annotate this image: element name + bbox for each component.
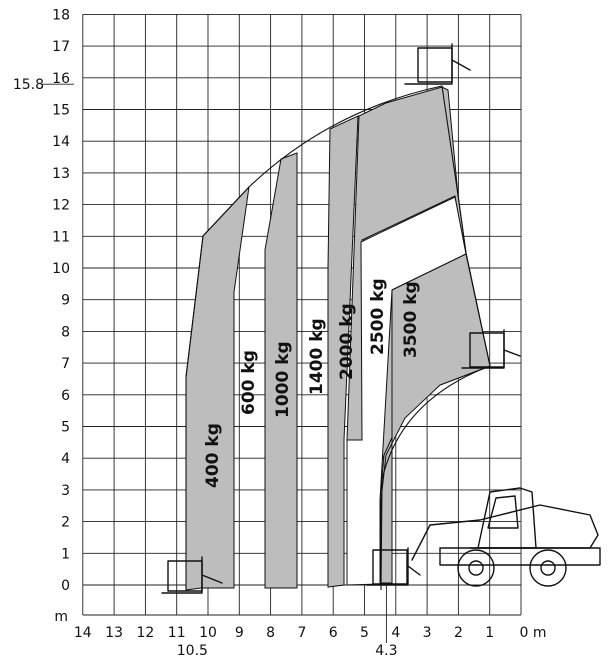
max-height-marker: 15.8 bbox=[13, 77, 44, 93]
y-tick-label: 15 bbox=[52, 103, 70, 119]
y-tick-label: 9 bbox=[61, 293, 70, 309]
y-tick-label: 14 bbox=[52, 134, 70, 150]
zone-labels: 400 kg 600 kg 1000 kg 1400 kg 2000 kg 2500 kg… bbox=[203, 278, 421, 488]
x-tick-label: 4 bbox=[391, 625, 400, 641]
x-zero-label: 0 m bbox=[520, 625, 547, 641]
forks-drawings bbox=[161, 43, 521, 594]
x-tick-label: 10 bbox=[199, 625, 217, 641]
x-tick-label: 13 bbox=[105, 625, 123, 641]
x-tick-label: 6 bbox=[329, 625, 338, 641]
fork-mid bbox=[461, 329, 521, 369]
rear-hub bbox=[540, 560, 556, 576]
x-tick-label: 11 bbox=[168, 625, 186, 641]
fork-carriage-top bbox=[417, 47, 453, 83]
y-tick-label: 16 bbox=[52, 71, 70, 87]
telehandler bbox=[411, 487, 601, 587]
cab-window bbox=[487, 495, 519, 529]
y-tick-label: 1 bbox=[61, 546, 70, 562]
y-tick-label: 3 bbox=[61, 483, 70, 499]
y-tick-label: 2 bbox=[61, 515, 70, 531]
y-unit-label: m bbox=[54, 609, 68, 625]
y-tick-label: 11 bbox=[52, 229, 70, 245]
y-tick-label: 0 bbox=[61, 578, 70, 594]
x-tick-label: 1 bbox=[485, 625, 494, 641]
fork-top bbox=[404, 43, 471, 85]
y-tick-label: 7 bbox=[61, 356, 70, 372]
zone-label-2: 1000 kg bbox=[273, 341, 293, 418]
x-tick-label: 2 bbox=[454, 625, 463, 641]
y-tick-label: 13 bbox=[52, 166, 70, 182]
x-tick-label: 14 bbox=[74, 625, 92, 641]
fork-low bbox=[161, 556, 223, 594]
envelope-outline bbox=[185, 85, 491, 591]
rear-wheel bbox=[529, 549, 567, 587]
x-tick-label: 3 bbox=[423, 625, 432, 641]
y-tick-label: 6 bbox=[61, 388, 70, 404]
front-wheel bbox=[457, 549, 495, 587]
front-hub bbox=[468, 560, 484, 576]
zone-label-5: 2500 kg bbox=[368, 278, 388, 355]
y-tick-label: 18 bbox=[52, 7, 70, 23]
zone-2000kg bbox=[327, 115, 359, 588]
y-tick-label: 4 bbox=[61, 451, 70, 467]
zone-3500kg-final bbox=[380, 253, 491, 584]
x-tick-label: 8 bbox=[266, 625, 275, 641]
x-tick-label: 9 bbox=[235, 625, 244, 641]
zone-label-0: 400 kg bbox=[203, 423, 223, 488]
y-tick-label: 12 bbox=[52, 198, 70, 214]
zone-label-4: 2000 kg bbox=[337, 303, 357, 380]
load-zones bbox=[185, 85, 491, 591]
fork-ground bbox=[366, 547, 421, 586]
y-tick-label: 8 bbox=[61, 324, 70, 340]
y-tick-label: 17 bbox=[52, 39, 70, 55]
zone-label-1: 600 kg bbox=[239, 350, 259, 415]
y-tick-label: 5 bbox=[61, 420, 70, 436]
fork-carriage-ground bbox=[372, 549, 408, 585]
zone-label-6: 3500 kg bbox=[401, 281, 421, 358]
chassis bbox=[439, 547, 601, 566]
max-reach-marker: 10.5 bbox=[177, 643, 208, 659]
x-tick-label: 12 bbox=[136, 625, 154, 641]
zone-label-3: 1400 kg bbox=[307, 318, 327, 395]
x-tick-label: 5 bbox=[360, 625, 369, 641]
zone-2500kg-band bbox=[346, 196, 467, 586]
ground-reach-marker: 4.3 bbox=[375, 643, 397, 659]
y-tick-label: 10 bbox=[52, 261, 70, 277]
x-tick-label: 7 bbox=[297, 625, 306, 641]
